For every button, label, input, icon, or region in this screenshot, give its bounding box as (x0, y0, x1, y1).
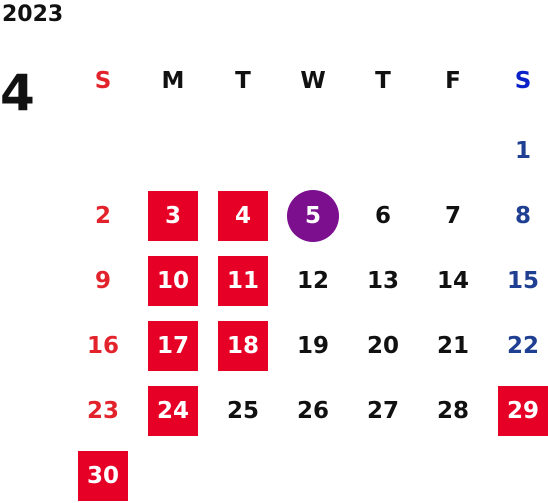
day-cell[interactable]: 13 (358, 256, 408, 306)
day-cell[interactable]: 20 (358, 321, 408, 371)
day-cell[interactable]: 1 (498, 126, 548, 176)
day-cell[interactable]: 9 (78, 256, 128, 306)
day-cell-holiday[interactable]: 30 (78, 451, 128, 501)
day-number: 10 (156, 268, 189, 294)
day-number: 8 (514, 203, 531, 229)
day-cell[interactable]: 25 (218, 386, 268, 436)
day-cell-holiday[interactable]: 18 (218, 321, 268, 371)
day-cell-holiday[interactable]: 24 (148, 386, 198, 436)
day-cell[interactable]: 15 (498, 256, 548, 306)
day-number: 5 (304, 203, 321, 229)
day-cell[interactable]: 8 (498, 191, 548, 241)
day-number: 13 (366, 268, 399, 294)
weekday-thu: T (375, 68, 391, 94)
weekday-sun: S (94, 68, 112, 94)
day-number: 27 (366, 398, 399, 424)
weekday-tue: T (235, 68, 251, 94)
day-cell[interactable]: 12 (288, 256, 338, 306)
day-number: 12 (296, 268, 329, 294)
weekday-sat: S (514, 68, 532, 94)
day-cell[interactable]: 2 (78, 191, 128, 241)
day-number: 11 (226, 268, 259, 294)
day-number: 21 (436, 333, 469, 359)
day-cell[interactable]: 23 (78, 386, 128, 436)
year-label: 2023 (2, 2, 64, 27)
day-cell[interactable]: 27 (358, 386, 408, 436)
day-number: 7 (444, 203, 461, 229)
day-number: 6 (374, 203, 391, 229)
day-cell-holiday[interactable]: 10 (148, 256, 198, 306)
day-number: 29 (506, 398, 539, 424)
day-number: 28 (436, 398, 469, 424)
day-number: 20 (366, 333, 399, 359)
day-number: 1 (514, 138, 531, 164)
day-number: 30 (86, 463, 119, 489)
day-cell[interactable]: 22 (498, 321, 548, 371)
day-cell[interactable]: 19 (288, 321, 338, 371)
day-cell[interactable]: 28 (428, 386, 478, 436)
day-number: 25 (226, 398, 259, 424)
weekday-mon: M (161, 68, 185, 94)
month-label: 4 (0, 64, 35, 122)
day-number: 4 (234, 203, 251, 229)
day-cell-today[interactable]: 5 (287, 190, 339, 242)
day-number: 16 (86, 333, 119, 359)
day-cell[interactable]: 7 (428, 191, 478, 241)
day-number: 14 (436, 268, 469, 294)
day-number: 9 (94, 268, 111, 294)
day-cell[interactable]: 21 (428, 321, 478, 371)
day-cell-holiday[interactable]: 4 (218, 191, 268, 241)
day-number: 24 (156, 398, 189, 424)
day-number: 17 (156, 333, 189, 359)
day-number: 2 (94, 203, 111, 229)
day-cell[interactable]: 26 (288, 386, 338, 436)
day-cell-holiday[interactable]: 17 (148, 321, 198, 371)
weekday-fri: F (445, 68, 461, 94)
day-number: 19 (296, 333, 329, 359)
day-cell-holiday[interactable]: 11 (218, 256, 268, 306)
day-number: 26 (296, 398, 329, 424)
day-number: 18 (226, 333, 259, 359)
day-cell-holiday[interactable]: 29 (498, 386, 548, 436)
day-number: 3 (164, 203, 181, 229)
day-cell-holiday[interactable]: 3 (148, 191, 198, 241)
day-cell[interactable]: 16 (78, 321, 128, 371)
day-number: 22 (506, 333, 539, 359)
day-cell[interactable]: 14 (428, 256, 478, 306)
weekday-wed: W (300, 68, 326, 94)
day-number: 23 (86, 398, 119, 424)
day-number: 15 (506, 268, 539, 294)
day-cell[interactable]: 6 (358, 191, 408, 241)
